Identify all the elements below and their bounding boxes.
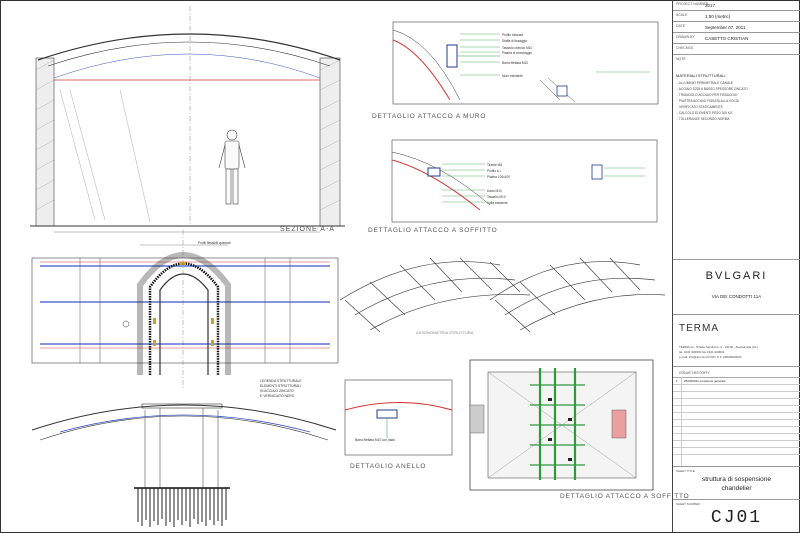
studio-logo: TERMA <box>679 323 719 334</box>
human-figure <box>218 129 246 205</box>
checked-row: CHECKED <box>673 44 800 55</box>
project-number-row: PROJECT NUMBER 2017 <box>673 0 800 11</box>
ann-ceil-6: Volta esistente <box>487 201 508 205</box>
ann-ceil-1: Tirante M8 <box>487 163 502 167</box>
date-row: DATE September 07, 2011 <box>673 22 800 33</box>
date-value: September 07, 2011 <box>705 25 746 30</box>
view-title-detail-wall: DETTAGLIO ATTACCO A MURO <box>372 113 486 120</box>
client-address: VIA DEI CONDOTTI 11A <box>711 294 762 299</box>
scale-value: 1:50 (metric) <box>705 14 731 19</box>
sheet-title-line-1: struttura di sospensione <box>701 476 771 483</box>
axonometric-views <box>339 257 666 333</box>
ann-wall-2: Staffa di fissaggio <box>502 39 527 43</box>
axon-label: ASSONOMETRIA STRUTTURA <box>416 330 474 335</box>
plan-note: Profili flessibili quadrati <box>198 241 231 245</box>
view-title-ceiling-plan: DETTAGLIO ATTACCO A SOFFITTO <box>560 493 690 500</box>
view-title-detail-ceiling: DETTAGLIO ATTACCO A SOFFITTO <box>368 227 498 234</box>
scale-row: SCALE 1:50 (metric) <box>673 11 800 22</box>
ann-ceil-4: Dado M10 <box>487 189 502 193</box>
studio-section: TERMA TERMA srl - Strada Sandrone, 2 - 1… <box>673 315 800 367</box>
view-title-section: SEZIONE A-A <box>280 226 335 233</box>
ann-wall-5: Barra filettata M10 <box>502 61 528 65</box>
svg-text:E VERNICIATO NERO: E VERNICIATO NERO <box>260 394 295 398</box>
sheet-number: CJ01 <box>710 508 763 528</box>
elevation-view <box>31 403 337 527</box>
ann-wall-1: Profilo tubolare <box>502 33 524 37</box>
drawn-by-value: CASETTO CRISTIAN <box>705 36 749 41</box>
detail-ring-view: Barra filettata M10 con dado DETTAGLIO A… <box>344 379 453 470</box>
ann-wall-4: Piastra di ancoraggio <box>502 51 532 55</box>
ann-wall-3: Tassello chimico M10 <box>502 46 533 50</box>
svg-text:IN ACCIAIO ZINCATO: IN ACCIAIO ZINCATO <box>260 389 294 393</box>
svg-text:ELEMENTI STRUTTURALI: ELEMENTI STRUTTURALI <box>260 384 301 388</box>
view-title-detail-ring: DETTAGLIO ANELLO <box>350 463 426 470</box>
notes-section: NOTE MATERIALI STRUTTURALI - ALLUMINIO P… <box>673 55 800 260</box>
ann-ceil-5: Tassello M10 <box>487 195 506 199</box>
ceiling-plan-view: DETTAGLIO ATTACCO A SOFFITTO <box>469 359 690 500</box>
materials-title: MATERIALI STRUTTURALI <box>676 73 726 78</box>
client-section: BVLGARI VIA DEI CONDOTTI 11A <box>673 260 800 315</box>
title-block: PROJECT NUMBER 2017 SCALE 1:50 (metric) … <box>672 0 800 532</box>
detail-ceiling-view: Tirante M8 Profilo a L Piastra 100x100 D… <box>368 139 658 234</box>
chandelier-crystals <box>137 488 227 527</box>
drawn-row: DRAWN BY CASETTO CRISTIAN <box>673 33 800 44</box>
sheet-number-section: SHEET NUMBER CJ01 <box>673 500 800 532</box>
ann-ring-1: Barra filettata M10 con dado <box>355 438 395 442</box>
ann-ceil-3: Piastra 100x100 <box>487 175 510 179</box>
structural-legend: LEGENDA STRUTTURALE ELEMENTI STRUTTURALI… <box>260 379 302 398</box>
section-view: SEZIONE A-A <box>30 6 345 233</box>
sheet-title-section: SHEET TITLE struttura di sospensione cha… <box>673 467 800 500</box>
ann-ceil-2: Profilo a L <box>487 169 502 173</box>
sheet-title-line-2: chandelier <box>721 485 752 492</box>
detail-wall-view: Profilo tubolare Staffa di fissaggio Tas… <box>372 21 659 120</box>
client-logo: BVLGARI <box>705 270 768 282</box>
project-number: 2017 <box>705 3 716 8</box>
ann-wall-6: Muro esistente <box>502 74 523 78</box>
issue-history: ISSUE HISTORY 1 05/09/2011 emissione gen… <box>673 367 800 467</box>
svg-text:LEGENDA STRUTTURALE: LEGENDA STRUTTURALE <box>260 379 302 383</box>
plan-view: Profili flessibili quadrati <box>31 230 339 390</box>
